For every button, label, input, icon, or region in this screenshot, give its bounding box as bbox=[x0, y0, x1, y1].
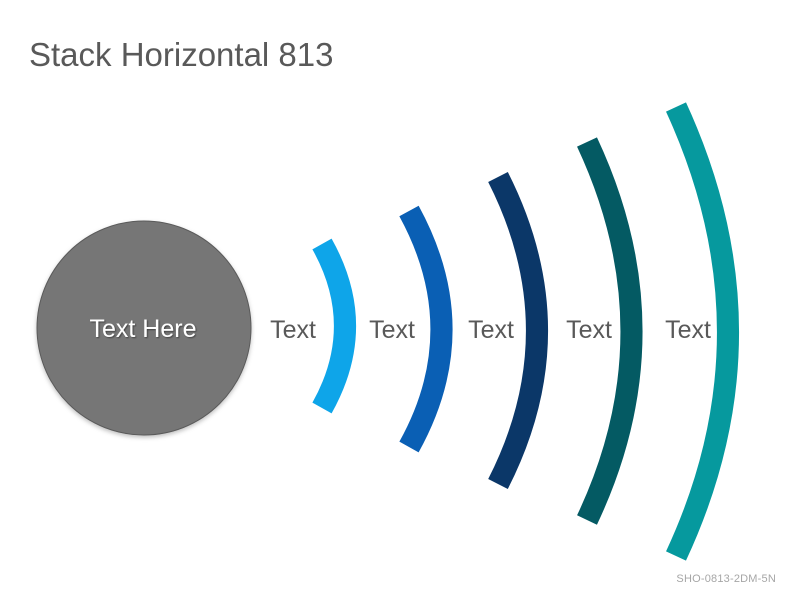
hub-circle bbox=[36, 220, 252, 436]
arc-group-4: Text bbox=[566, 137, 643, 525]
hub-label: Text Here bbox=[90, 315, 197, 343]
arc-group-1: Text bbox=[270, 238, 356, 414]
slide-code: SHO-0813-2DM-5N bbox=[676, 573, 776, 585]
arc-group-5: Text bbox=[665, 102, 739, 561]
arc-label-5: Text bbox=[665, 316, 711, 344]
arc-5 bbox=[666, 102, 739, 561]
arc-label-1: Text bbox=[270, 316, 316, 344]
arc-label-2: Text bbox=[369, 316, 415, 344]
arc-3 bbox=[488, 172, 548, 489]
page-title: Stack Horizontal 813 bbox=[29, 36, 334, 73]
arc-label-3: Text bbox=[468, 316, 514, 344]
arc-4 bbox=[577, 137, 643, 525]
arc-label-4: Text bbox=[566, 316, 612, 344]
arc-group-3: Text bbox=[468, 172, 548, 489]
arc-2 bbox=[399, 205, 453, 453]
hub-group: Text Here bbox=[36, 220, 252, 436]
arc-group-2: Text bbox=[369, 205, 453, 453]
arc-1 bbox=[312, 238, 356, 414]
